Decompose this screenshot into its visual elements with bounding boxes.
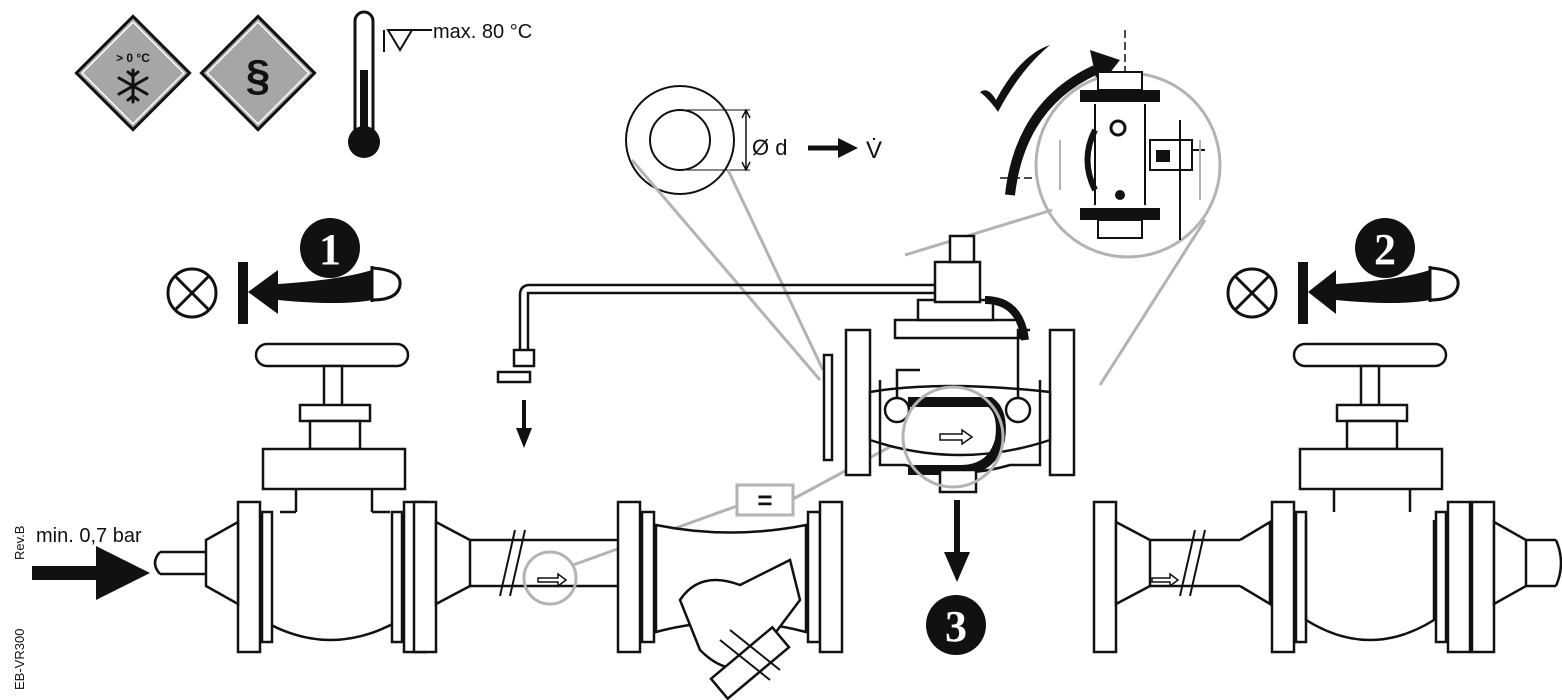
closed-valve-icon (1226, 267, 1278, 319)
equal-callout-box (735, 483, 795, 517)
callout-line (726, 169, 825, 371)
pilot-detail-zoom (1034, 71, 1222, 259)
outlet-drain-arrow (944, 500, 970, 582)
min-pressure-label: min. 0,7 bar (36, 525, 142, 547)
step-2-badge: 2 (1355, 218, 1415, 278)
pilot-tubing (496, 283, 935, 384)
step-1-badge: 1 (300, 218, 360, 278)
diameter-detail (625, 85, 751, 195)
close-direction-arrow (238, 262, 402, 324)
callout-line (630, 159, 822, 381)
frost-warning-sign: > 0 °C (74, 14, 192, 132)
check-icon (980, 45, 1050, 112)
callout-line (904, 208, 1053, 257)
drain-arrow (516, 400, 532, 448)
valve-detail-circle (901, 385, 1005, 489)
thermometer-icon (348, 10, 432, 158)
y-strainer (616, 500, 844, 700)
regulation-warning-sign: § (199, 14, 317, 132)
step-2-number: 2 (1374, 225, 1396, 274)
flow-rate-label: V̇ (866, 136, 882, 164)
left-gate-valve (153, 342, 428, 654)
pipe-section-left (412, 500, 620, 654)
document-code-label: EB-VR300 (12, 629, 27, 690)
frost-label: > 0 °C (116, 51, 150, 65)
callout-line (1098, 219, 1207, 386)
snowflake-icon (117, 68, 149, 104)
closed-valve-icon (166, 267, 218, 319)
step-1-number: 1 (319, 225, 341, 274)
control-valve (822, 234, 1076, 494)
paragraph-icon: § (246, 51, 270, 100)
step-3-badge: 3 (926, 595, 986, 655)
close-direction-arrow (1298, 262, 1460, 324)
flow-arrow-icon (1151, 572, 1180, 588)
right-gate-valve (1292, 342, 1562, 654)
flow-arrow-icon (939, 428, 974, 446)
pipe-section-right (1092, 500, 1296, 654)
pipe-detail-circle (522, 550, 578, 606)
revision-label: Rev.B (12, 526, 27, 560)
equal-label: = (757, 485, 772, 515)
flow-arrow-icon (537, 572, 568, 588)
max-temperature-label: max. 80 °C (433, 21, 532, 43)
step-3-number: 3 (945, 602, 967, 651)
flow-arrow-icon (808, 138, 858, 158)
inlet-flow-arrow (32, 546, 150, 600)
diameter-label: Ø d (752, 135, 787, 160)
